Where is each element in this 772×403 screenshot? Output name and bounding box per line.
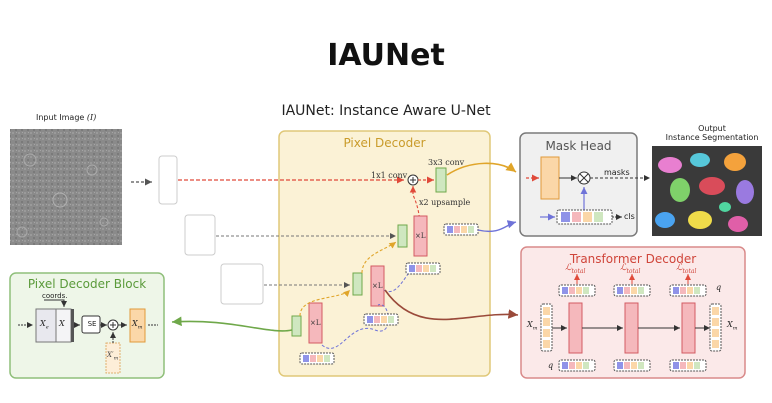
transformer-decoder-title: Transformer Decoder [569,252,697,266]
pixel-decoder-title: Pixel Decoder [343,136,426,150]
cls-label: cls [624,212,635,221]
coords-label: coords. [42,292,68,300]
page-subtitle: IAUNet: Instance Aware U-Net [281,103,491,119]
query-tokens-1 [299,352,335,365]
decoder-stage-1 [291,302,323,344]
input-image-label: Input Image (I) [36,113,97,122]
repeat-label-2: ×L [372,282,383,290]
transformer-top-tokens [558,284,707,297]
output-image [652,146,762,236]
transformer-layer-1 [568,302,583,354]
se-label: SE [87,320,97,328]
masks-label: masks [604,168,630,177]
query-to-mask-arrow [477,220,517,232]
query-tokens-4 [443,223,479,236]
output-label: Output Instance Segmentation [665,124,759,142]
upsample-label: x2 upsample [419,198,471,207]
query-path-1 [321,304,389,349]
encoder-feature-2 [184,214,216,256]
query-output-label: q [716,283,722,292]
conv3-block [435,167,447,193]
transformer-layer-2 [624,302,639,354]
transformer-output-label: Xm [727,320,738,332]
block-xm-label: Xm [132,319,143,331]
block-x-label: X [59,319,65,328]
repeat-label-3: ×L [415,232,426,240]
conv3-label: 3x3 conv [428,158,465,167]
transformer-output-tokens [709,303,722,352]
input-image [10,129,122,245]
to-mask-head-arrow [446,162,517,176]
pixel-decoder-block-title: Pixel Decoder Block [27,277,147,291]
to-transformer-arrow [384,289,519,321]
query-input-label: q [548,361,554,370]
block-xm-box [129,308,146,343]
transformer-bottom-tokens [558,359,707,372]
loss-label-2: ℒtotal [620,263,641,275]
decoder-stage-2 [352,265,385,307]
query-tokens-2 [363,313,399,326]
conv1-label: 1x1 conv [371,171,408,180]
block-xe-label: Xe [40,319,49,331]
encoder-feature-3 [220,263,264,305]
loss-label-1: ℒtotal [565,263,586,275]
block-xm-prime-label: X′m [107,351,119,362]
page-title: IAUNet [327,38,445,73]
repeat-label-1: ×L [310,319,321,327]
decoder-stage-3 [397,215,428,257]
mask-feature-box [540,156,560,200]
transformer-input-tokens [540,303,553,352]
loss-label-3: ℒtotal [676,263,697,275]
encoder-feature-1 [158,155,178,205]
to-block-arrow [171,316,293,332]
transformer-input-label: Xm [527,320,538,332]
query-tokens-3 [405,262,441,275]
mask-head-title: Mask Head [545,139,612,153]
gold-up-arrow-1 [299,289,351,317]
transformer-layer-3 [681,302,696,354]
